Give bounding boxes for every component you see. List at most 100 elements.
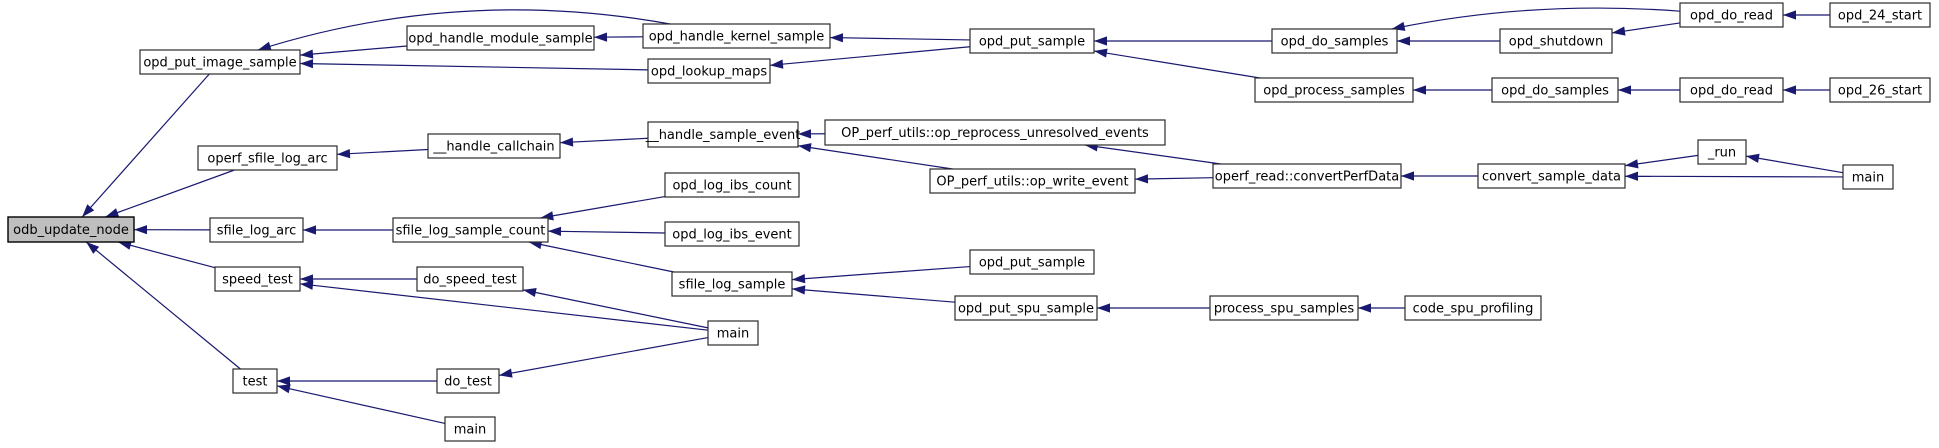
node-opd_put_image_sample[interactable]: opd_put_image_sample <box>139 49 301 75</box>
node-box[interactable] <box>232 368 278 394</box>
node-box[interactable] <box>1209 295 1359 321</box>
node-label: OP_perf_utils::op_reprocess_unresolved_e… <box>841 126 1149 141</box>
node-opd_process_samples[interactable]: opd_process_samples <box>1254 77 1414 103</box>
node-sfile_log_sample[interactable]: sfile_log_sample <box>671 271 793 297</box>
node-box[interactable] <box>969 28 1095 54</box>
node-box[interactable] <box>214 266 301 292</box>
node-main_mid[interactable]: main <box>707 320 759 346</box>
node-label: process_spu_samples <box>1214 302 1354 317</box>
edge-convertPerfData-op_reprocess_unresolved_events <box>1084 144 1222 165</box>
node-opd_do_samples_bottom[interactable]: opd_do_samples <box>1491 77 1619 103</box>
node-box[interactable] <box>1829 2 1931 28</box>
node-box[interactable] <box>416 266 524 292</box>
node-opd_do_samples_top[interactable]: opd_do_samples <box>1271 28 1398 54</box>
arrowhead-main_right-run <box>1746 153 1760 163</box>
node-box[interactable] <box>707 320 759 346</box>
node-label: code_spu_profiling <box>1413 302 1534 317</box>
node-label: main <box>1852 171 1884 186</box>
node-do_speed_test[interactable]: do_speed_test <box>416 266 524 292</box>
node-op_reprocess_unresolved_events[interactable]: OP_perf_utils::op_reprocess_unresolved_e… <box>824 119 1166 146</box>
node-box[interactable] <box>427 133 561 159</box>
arrowhead-opd_24_start-opd_do_read_top <box>1783 10 1796 20</box>
node-main_bottom[interactable]: main <box>444 416 496 442</box>
node-run[interactable]: _run <box>1697 139 1747 165</box>
node-opd_do_read_top[interactable]: opd_do_read <box>1679 2 1784 28</box>
edge-op_write_event-handle_sample_event <box>797 145 953 170</box>
node-box[interactable] <box>824 119 1166 146</box>
node-box-highlighted[interactable] <box>7 216 135 243</box>
arrowhead-opd_put_image_sample-odb_update_node <box>82 204 95 217</box>
node-box[interactable] <box>444 416 496 442</box>
node-box[interactable] <box>1679 77 1784 103</box>
node-opd_handle_module_sample[interactable]: opd_handle_module_sample <box>406 25 595 51</box>
node-box[interactable] <box>139 49 301 75</box>
node-opd_put_spu_sample[interactable]: opd_put_spu_sample <box>954 295 1098 321</box>
node-box[interactable] <box>664 221 800 247</box>
node-op_write_event[interactable]: OP_perf_utils::op_write_event <box>929 168 1136 194</box>
node-box[interactable] <box>671 271 793 297</box>
node-box[interactable] <box>197 145 338 171</box>
node-label: main <box>454 423 486 438</box>
node-opd_24_start[interactable]: opd_24_start <box>1829 2 1931 28</box>
node-box[interactable] <box>436 368 500 394</box>
node-box[interactable] <box>1254 77 1414 103</box>
node-box[interactable] <box>1212 163 1402 189</box>
node-odb_update_node[interactable]: odb_update_node <box>7 216 135 243</box>
node-box[interactable] <box>647 121 799 148</box>
node-box[interactable] <box>1499 28 1613 54</box>
node-handle_sample_event[interactable]: __handle_sample_event <box>645 121 801 148</box>
node-box[interactable] <box>1842 164 1894 190</box>
node-box[interactable] <box>392 217 549 243</box>
node-sfile_log_sample_count[interactable]: sfile_log_sample_count <box>392 217 549 243</box>
arrowhead-code_spu_profiling-process_spu_samples <box>1358 303 1371 313</box>
node-box[interactable] <box>1697 139 1747 165</box>
node-test[interactable]: test <box>232 368 278 394</box>
arrowhead-opd_put_sample_top-opd_lookup_maps <box>770 59 784 69</box>
node-speed_test[interactable]: speed_test <box>214 266 301 292</box>
arrowhead-handle_callchain-operf_sfile_log_arc <box>337 149 351 159</box>
node-box[interactable] <box>954 295 1098 321</box>
node-box[interactable] <box>209 217 304 243</box>
node-label: speed_test <box>222 273 293 288</box>
node-box[interactable] <box>1679 2 1784 28</box>
node-code_spu_profiling[interactable]: code_spu_profiling <box>1404 295 1542 321</box>
node-box[interactable] <box>1477 163 1626 189</box>
edge-main_right-run <box>1745 155 1844 174</box>
node-opd_log_ibs_count[interactable]: opd_log_ibs_count <box>664 172 800 198</box>
node-label: opd_do_samples <box>1501 84 1609 99</box>
node-opd_26_start[interactable]: opd_26_start <box>1829 77 1931 103</box>
node-box[interactable] <box>969 249 1095 275</box>
node-opd_lookup_maps[interactable]: opd_lookup_maps <box>647 58 771 84</box>
node-process_spu_samples[interactable]: process_spu_samples <box>1209 295 1359 321</box>
arrowhead-opd_26_start-opd_do_read_bottom <box>1783 85 1796 95</box>
node-opd_handle_kernel_sample[interactable]: opd_handle_kernel_sample <box>642 23 831 49</box>
node-box[interactable] <box>1271 28 1398 54</box>
node-opd_log_ibs_event[interactable]: opd_log_ibs_event <box>664 221 800 247</box>
node-box[interactable] <box>929 168 1136 194</box>
node-convertPerfData[interactable]: operf_read::convertPerfData <box>1212 163 1402 189</box>
arrowhead-main_mid-speed_test <box>300 280 314 290</box>
node-opd_do_read_bottom[interactable]: opd_do_read <box>1679 77 1784 103</box>
arrowhead-main_bottom-test <box>277 384 291 394</box>
node-box[interactable] <box>664 172 800 198</box>
edge-opd_log_ibs_event-sfile_log_sample_count <box>547 230 666 234</box>
node-box[interactable] <box>406 25 595 51</box>
node-box[interactable] <box>1829 77 1931 103</box>
node-convert_sample_data[interactable]: convert_sample_data <box>1477 163 1626 189</box>
node-box[interactable] <box>1404 295 1542 321</box>
node-opd_put_sample_2[interactable]: opd_put_sample <box>969 249 1095 275</box>
node-handle_callchain[interactable]: __handle_callchain <box>427 133 561 159</box>
node-label: opd_put_sample <box>979 256 1085 271</box>
node-sfile_log_arc[interactable]: sfile_log_arc <box>209 217 304 243</box>
node-box[interactable] <box>642 23 831 49</box>
node-main_right[interactable]: main <box>1842 164 1894 190</box>
arrowhead-do_test-test <box>277 376 290 386</box>
arrowhead-opd_handle_kernel_sample-opd_put_image_sample <box>257 41 272 51</box>
node-do_test[interactable]: do_test <box>436 368 500 394</box>
node-label: _run <box>1707 146 1736 161</box>
node-opd_put_sample_top[interactable]: opd_put_sample <box>969 28 1095 54</box>
node-opd_shutdown[interactable]: opd_shutdown <box>1499 28 1613 54</box>
node-operf_sfile_log_arc[interactable]: operf_sfile_log_arc <box>197 145 338 171</box>
node-box[interactable] <box>647 58 771 84</box>
node-box[interactable] <box>1491 77 1619 103</box>
